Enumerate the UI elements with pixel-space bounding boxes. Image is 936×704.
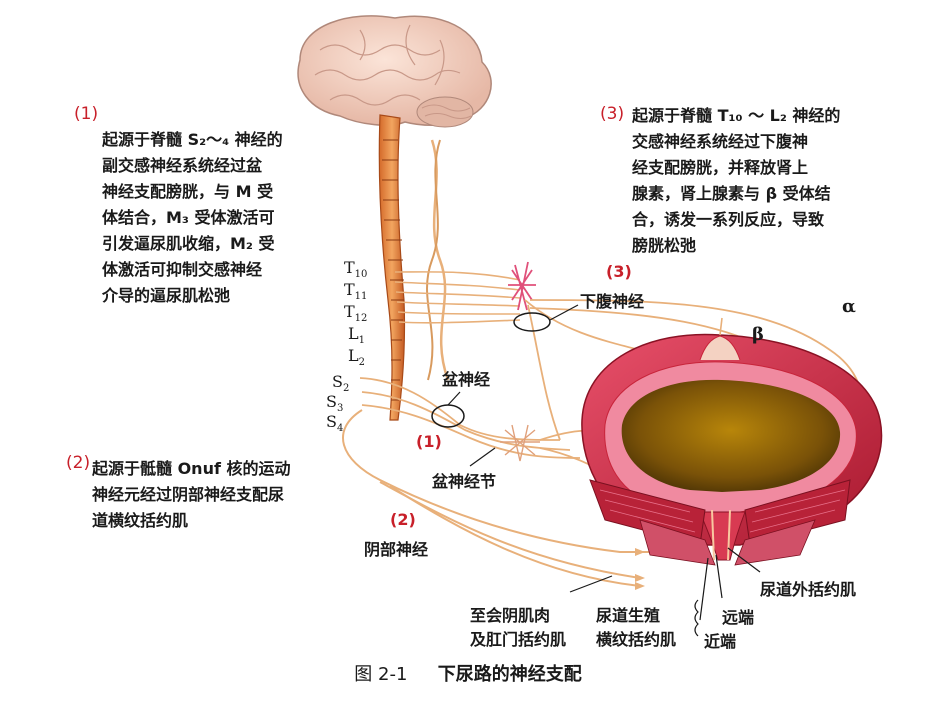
proximal-label: 近端 bbox=[704, 632, 737, 651]
beta-receptor-label: β bbox=[752, 324, 764, 345]
annotation-2-line: 道横纹括约肌 bbox=[92, 511, 189, 530]
pudendal-arrows bbox=[635, 548, 645, 590]
annotation-1-line: 体结合，M₃ 受体激活可 bbox=[102, 208, 275, 227]
sphincter-leaders bbox=[694, 547, 761, 637]
pudendal-nerve bbox=[342, 409, 650, 587]
segment-s3: S3 bbox=[326, 392, 344, 415]
segment-s4: S4 bbox=[326, 412, 344, 435]
pudendal-label: 阴部神经 bbox=[364, 540, 429, 559]
annotation-2-text: 起源于骶髓 Onuf 核的运动 神经元经过阴部神经支配尿 道横纹括约肌 bbox=[92, 456, 291, 534]
urogenital-label: 尿道生殖 横纹括约肌 bbox=[596, 604, 676, 652]
inferior-mesenteric-ganglion bbox=[508, 261, 536, 311]
pelvic-ganglion bbox=[500, 424, 540, 462]
pelvic-nerve-label: 盆神经 bbox=[442, 370, 491, 389]
annotation-3-text: 起源于脊髓 T₁₀ ～ L₂ 神经的 交感神经系统经过下腹神 经支配膀胱，并释放… bbox=[632, 103, 840, 259]
annotation-1-line: 起源于脊髓 S₂～₄ 神经的 bbox=[102, 130, 283, 149]
annotation-2-marker: (2) bbox=[66, 453, 91, 473]
hypogastric-fibers bbox=[394, 271, 521, 324]
sympathetic-chain bbox=[426, 139, 450, 381]
pelvic-fibers bbox=[359, 377, 581, 459]
distal-label: 远端 bbox=[722, 608, 755, 627]
pelvic-marker: (1) bbox=[416, 432, 442, 451]
hypogastric-ring bbox=[513, 312, 551, 332]
urogenital-line: 尿道生殖 bbox=[596, 606, 661, 625]
annotation-3-line: 合，诱发一系列反应，导致 bbox=[632, 210, 825, 229]
annotation-3-line: 交感神经系统经过下腹神 bbox=[632, 132, 809, 151]
pudendal-marker: (2) bbox=[390, 510, 416, 529]
segment-t11: T11 bbox=[344, 280, 368, 303]
hypogastric-label: 下腹神经 bbox=[580, 292, 645, 311]
external-sphincter-label: 尿道外括约肌 bbox=[760, 580, 857, 599]
segment-t12: T12 bbox=[344, 302, 368, 325]
annotation-1-line: 体激活可抑制交感神经 bbox=[102, 260, 263, 279]
figure-number: 图 2-1 bbox=[354, 664, 408, 685]
segment-l2: L2 bbox=[348, 346, 365, 369]
perineal-leader bbox=[569, 575, 613, 593]
pelvic-leader bbox=[447, 391, 461, 406]
figure-caption: 图 2-1 下尿路的神经支配 bbox=[0, 660, 936, 686]
alpha-receptor-label: α bbox=[842, 296, 856, 317]
figure-title: 下尿路的神经支配 bbox=[437, 664, 582, 685]
brain bbox=[297, 15, 492, 128]
annotation-3-line: 腺素，肾上腺素与 β 受体结 bbox=[632, 184, 831, 203]
receptor-fibers bbox=[719, 317, 723, 336]
annotation-3-marker: (3) bbox=[600, 104, 625, 124]
perineal-line: 至会阴肌肉 bbox=[470, 606, 551, 625]
annotation-1-marker: (1) bbox=[74, 104, 99, 124]
ganglion-leader bbox=[469, 447, 496, 467]
annotation-3-line: 膀胱松弛 bbox=[632, 236, 697, 255]
annotation-1-line: 神经支配膀胱，与 M 受 bbox=[102, 182, 274, 201]
pelvic-ganglion-label: 盆神经节 bbox=[432, 472, 497, 491]
annotation-1-text: 起源于脊髓 S₂～₄ 神经的 副交感神经系统经过盆 神经支配膀胱，与 M 受 体… bbox=[102, 127, 283, 309]
annotation-3-line: 起源于脊髓 T₁₀ ～ L₂ 神经的 bbox=[632, 106, 841, 125]
perineal-label: 至会阴肌肉 及肛门括约肌 bbox=[470, 604, 566, 652]
urogenital-line: 横纹括约肌 bbox=[596, 630, 677, 649]
annotation-2-line: 起源于骶髓 Onuf 核的运动 bbox=[92, 459, 291, 478]
hypogastric-leader bbox=[549, 304, 579, 321]
hypogastric-marker: (3) bbox=[606, 262, 632, 281]
segment-t10: T10 bbox=[344, 258, 368, 281]
annotation-1-line: 引发逼尿肌收缩，M₂ 受 bbox=[102, 234, 275, 253]
annotation-1-line: 介导的逼尿肌松弛 bbox=[102, 286, 231, 305]
pelvic-floor-muscles bbox=[589, 479, 851, 566]
annotation-1-line: 副交感神经系统经过盆 bbox=[102, 156, 263, 175]
spinal-cord bbox=[378, 114, 406, 421]
segment-l1: L1 bbox=[348, 324, 365, 347]
segment-s2: S2 bbox=[332, 372, 350, 395]
annotation-3-line: 经支配膀胱，并释放肾上 bbox=[632, 158, 809, 177]
perineal-line: 及肛门括约肌 bbox=[470, 630, 567, 649]
annotation-2-line: 神经元经过阴部神经支配尿 bbox=[92, 485, 285, 504]
